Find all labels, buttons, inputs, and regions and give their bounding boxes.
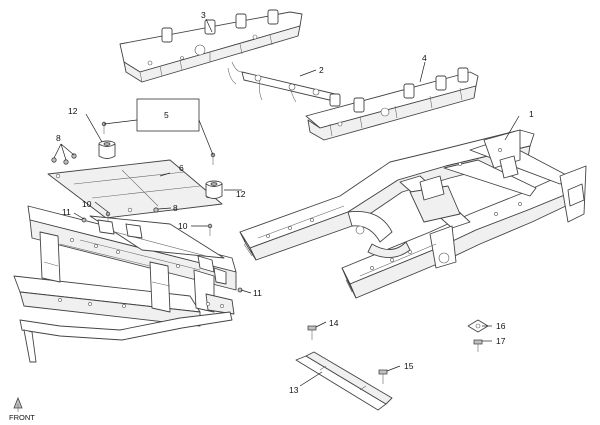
part-3-crossmember (119, 9, 303, 83)
callout-10-lower: 10 (178, 221, 188, 231)
callout-5: 5 (164, 110, 169, 120)
callout-2: 2 (319, 65, 324, 75)
callout-11-upper: 11 (62, 207, 71, 217)
part-4-crossmember (305, 67, 479, 141)
callout-3: 3 (201, 10, 206, 20)
part-10-11-fasteners (81, 211, 243, 293)
callout-11-lower: 11 (253, 288, 262, 298)
callout-6: 6 (179, 163, 184, 173)
callout-1: 1 (529, 109, 534, 119)
part-12-bushing-lower (205, 180, 223, 199)
callout-15: 15 (404, 361, 414, 371)
front-label: FRONT (9, 413, 35, 422)
callout-16: 16 (496, 321, 506, 331)
lower-chassis-section (13, 205, 237, 363)
callout-12-upper: 12 (68, 106, 78, 116)
front-arrow (13, 396, 23, 412)
part-16-17-detail (467, 319, 489, 352)
part-6-plate (47, 159, 223, 219)
part-2-harness-bracket (227, 61, 341, 107)
part-15-bolt (378, 369, 388, 384)
callout-10-upper: 10 (82, 199, 92, 209)
callout-12-lower: 12 (236, 189, 246, 199)
callout-13: 13 (289, 385, 299, 395)
callout-8-upper: 8 (56, 133, 61, 143)
callout-box-5 (136, 98, 200, 132)
callout-8-lower: 8 (173, 203, 178, 213)
callout-14: 14 (329, 318, 339, 328)
leader-lines (53, 18, 520, 387)
part-1-chassis-frame (239, 129, 587, 299)
part-12-bushing-upper (98, 140, 116, 159)
part-13-bar (295, 351, 393, 411)
callout-17: 17 (496, 336, 506, 346)
callout-4: 4 (422, 53, 427, 63)
part-14-bolt (307, 325, 317, 340)
